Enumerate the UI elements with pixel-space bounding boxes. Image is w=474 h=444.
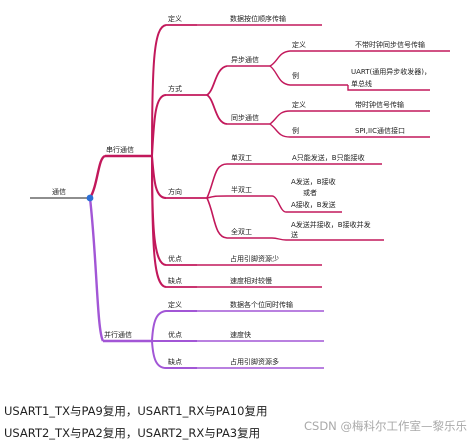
async-example-label: 例 xyxy=(292,71,299,80)
serial-pros-label: 优点 xyxy=(168,254,182,263)
serial-def-value: 数据按位顺序传输 xyxy=(230,14,286,23)
parallel-to-def xyxy=(151,310,197,342)
mode-to-async xyxy=(206,65,228,96)
watermark: CSDN @梅科尔工作室—黎乐乐 xyxy=(304,419,467,433)
junction-dot xyxy=(86,194,94,202)
mode-label: 方式 xyxy=(168,84,182,93)
simplex-label: 单双工 xyxy=(231,153,252,162)
sync-to-def xyxy=(269,110,348,125)
serial-to-cons xyxy=(151,155,167,288)
async-label: 异步通信 xyxy=(231,55,259,64)
mode-to-sync xyxy=(206,94,228,125)
async-to-example xyxy=(269,65,348,86)
sync-label: 同步通信 xyxy=(231,113,259,122)
parallel-connector xyxy=(88,197,105,342)
serial-def-label: 定义 xyxy=(168,14,182,23)
direction-to-half xyxy=(206,195,272,199)
full-leaf xyxy=(271,237,384,241)
full-duplex-label: 全双工 xyxy=(231,227,252,236)
sync-def-value: 带时钟信号传输 xyxy=(355,100,404,109)
serial-connector xyxy=(88,154,106,199)
sync-example-value: SPI,IIC通信接口 xyxy=(355,126,405,135)
simplex-value: A只能发送，B只能接收 xyxy=(292,153,365,162)
direction-to-full xyxy=(206,197,272,239)
half-duplex-value-line2: 或者 xyxy=(303,188,317,197)
parallel-def-value: 数据各个位同时传输 xyxy=(230,300,293,309)
async-def-label: 定义 xyxy=(292,40,306,49)
sync-example-label: 例 xyxy=(292,126,299,135)
async-example-leaf xyxy=(347,85,430,91)
serial-cons-value: 速度相对较慢 xyxy=(230,276,272,285)
parallel-pros-value: 速度快 xyxy=(230,330,251,339)
parallel-def-label: 定义 xyxy=(168,300,182,309)
serial-to-direction xyxy=(151,155,167,199)
serial-pros-value: 占用引脚资源少 xyxy=(230,254,279,263)
serial-label: 串行通信 xyxy=(106,145,134,154)
async-to-def xyxy=(269,50,348,67)
direction-to-simplex xyxy=(206,163,272,199)
half-duplex-label: 半双工 xyxy=(231,185,252,194)
parallel-label: 并行通信 xyxy=(104,330,132,339)
sync-to-example xyxy=(269,123,348,138)
async-example-value-line2: 单总线 xyxy=(351,79,372,88)
half-duplex-value-line1: A发送，B接收 xyxy=(291,177,336,186)
serial-to-def xyxy=(151,24,167,157)
serial-cons-label: 缺点 xyxy=(168,276,182,285)
parallel-pros-label: 优点 xyxy=(168,330,182,339)
parallel-cons-label: 缺点 xyxy=(168,357,182,366)
half-leaf xyxy=(271,195,342,213)
full-duplex-value-line2: 送 xyxy=(291,230,298,239)
parallel-cons-value: 占用引脚资源多 xyxy=(230,357,279,366)
caption-usart1: USART1_TX与PA9复用，USART1_RX与PA10复用 xyxy=(4,404,268,418)
caption-usart2: USART2_TX与PA2复用，USART2_RX与PA3复用 xyxy=(4,426,261,440)
sync-def-label: 定义 xyxy=(292,100,306,109)
half-duplex-value-line3: A接收，B发送 xyxy=(291,200,336,209)
root-label: 通信 xyxy=(52,187,66,196)
direction-label: 方向 xyxy=(168,187,182,196)
full-duplex-value-line1: A发送并接收，B接收并发 xyxy=(291,220,371,229)
serial-to-mode xyxy=(151,94,167,157)
async-example-value-line1: UART(通用异步收发器)， xyxy=(351,67,431,76)
async-def-value: 不带时钟同步信号传输 xyxy=(355,40,425,49)
parallel-to-cons xyxy=(151,340,197,369)
mind-map-diagram: 通信 串行通信 并行通信 定义 数据按位顺序传输 方式 异步通信 定义 不带时钟… xyxy=(30,14,450,369)
